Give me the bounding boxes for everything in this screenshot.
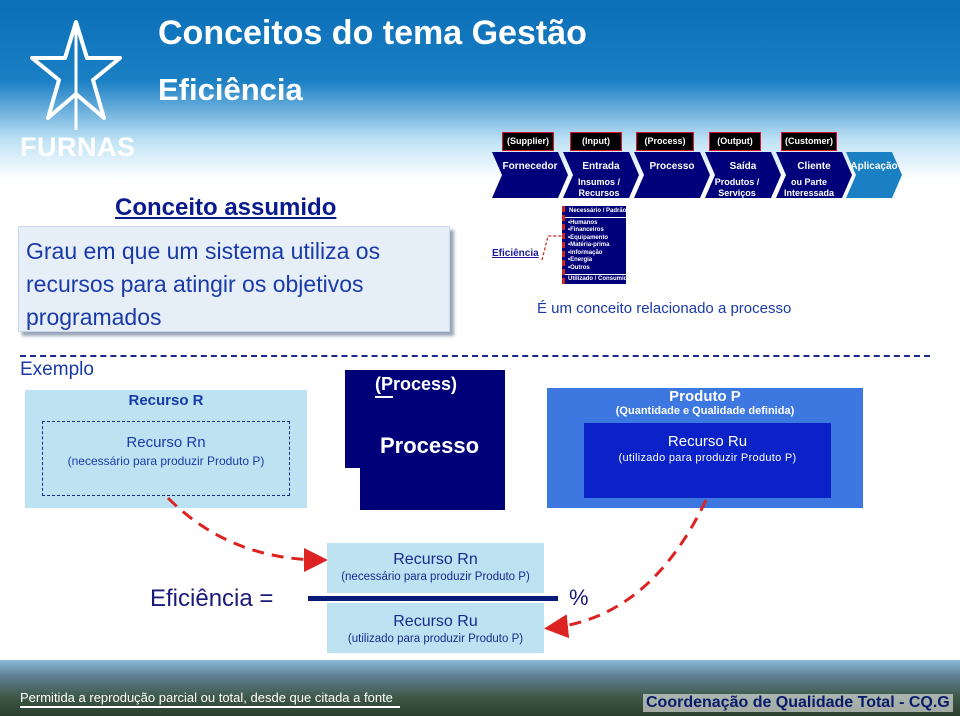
process-label: Processo bbox=[380, 433, 480, 458]
resource-ru-subtitle: (utilizado para produzir Produto P) bbox=[618, 452, 797, 464]
star-icon bbox=[30, 20, 122, 130]
definition-line: programados bbox=[26, 304, 162, 330]
flow-sub-outputs: Produtos / Serviços bbox=[714, 177, 760, 198]
efficiency-panel: Necessário / Padrão •Humanos •Financeiro… bbox=[562, 206, 631, 284]
arrow-rn-to-numerator bbox=[166, 496, 328, 572]
example-label: Exemplo bbox=[20, 359, 94, 380]
resource-r-label: Recurso R bbox=[128, 392, 204, 409]
panel-item: •Outros bbox=[568, 264, 590, 271]
numerator-title: Recurso Rn bbox=[393, 551, 478, 568]
flow-stage-saida: Saída bbox=[705, 152, 781, 198]
percent-symbol: % bbox=[569, 585, 589, 610]
flow-stage-cliente: Cliente bbox=[776, 152, 852, 198]
definition-box bbox=[18, 226, 450, 332]
process-header: (Process) bbox=[375, 374, 458, 394]
process-box bbox=[345, 370, 505, 510]
efficiency-formula-label: Eficiência = bbox=[150, 585, 274, 612]
panel-item: •Financeiros bbox=[568, 227, 604, 233]
panel-bottom-label: Utilizado / Consumido bbox=[565, 274, 631, 284]
resource-ru-box bbox=[584, 423, 831, 498]
flow-sub-stakeholder: ou Parte Interessada bbox=[783, 177, 835, 198]
page-title: Conceitos do tema Gestão bbox=[158, 14, 587, 52]
flow-header-input: (Input) bbox=[570, 132, 622, 151]
page-subtitle: Eficiência bbox=[158, 72, 303, 107]
process-header-underline bbox=[375, 396, 393, 398]
panel-item: •Equipamento bbox=[568, 234, 609, 241]
flow-header-supplier: (Supplier) bbox=[502, 132, 554, 151]
flow-stage-fornecedor: Fornecedor bbox=[492, 152, 568, 198]
product-subtitle: (Quantidade e Qualidade definida) bbox=[615, 405, 795, 417]
resource-rn-subtitle: (necessário para produzir Produto P) bbox=[67, 454, 265, 468]
flow-sub-inputs: Insumos / Recursos bbox=[577, 177, 620, 198]
footer-department: Coordenação de Qualidade Total - CQ.G bbox=[643, 694, 953, 712]
flow-header-customer: (Customer) bbox=[781, 132, 837, 151]
panel-item: •Energia bbox=[568, 257, 593, 263]
flow-stage-entrada: Entrada bbox=[563, 152, 639, 198]
section-divider bbox=[20, 355, 930, 357]
footer-copyright: Permitida a reprodução parcial ou total,… bbox=[20, 690, 393, 705]
panel-top-label: Necessário / Padrão bbox=[565, 206, 626, 218]
fraction-bar bbox=[308, 596, 558, 601]
footer-underline bbox=[20, 706, 400, 708]
definition-line: recursos para atingir os objetivos bbox=[26, 271, 364, 297]
resource-r-box bbox=[25, 390, 307, 508]
denominator-box bbox=[327, 603, 544, 653]
definition-text: Grau em que um sistema utiliza os recurs… bbox=[26, 235, 451, 334]
flow-header-process: (Process) bbox=[636, 132, 694, 151]
resource-rn-box bbox=[42, 421, 290, 496]
definition-line: Grau em que um sistema utiliza os bbox=[26, 238, 381, 264]
denominator-subtitle: (utilizado para produzir Produto P) bbox=[347, 633, 524, 645]
resource-ru-title: Recurso Ru bbox=[667, 433, 748, 450]
panel-item: •Informação bbox=[568, 249, 603, 256]
numerator-subtitle: (necessário para produzir Produto P) bbox=[341, 571, 530, 583]
product-title: Produto P bbox=[669, 388, 741, 405]
denominator-title: Recurso Ru bbox=[393, 613, 478, 630]
concept-heading: Conceito assumido bbox=[115, 194, 337, 221]
brand-logo-text: FURNAS bbox=[20, 132, 136, 162]
concept-caption: É um conceito relacionado a processo bbox=[537, 300, 792, 317]
efficiency-small-label: Eficiência bbox=[492, 248, 539, 259]
resource-rn-title: Recurso Rn bbox=[126, 434, 206, 451]
numerator-box bbox=[327, 543, 544, 593]
panel-item: •Matéria-prima bbox=[568, 242, 610, 248]
flow-stage-processo: Processo bbox=[634, 152, 710, 198]
arrow-ru-to-denominator bbox=[544, 499, 708, 639]
panel-item: •Humanos bbox=[568, 219, 598, 226]
flow-header-output: (Output) bbox=[709, 132, 761, 151]
